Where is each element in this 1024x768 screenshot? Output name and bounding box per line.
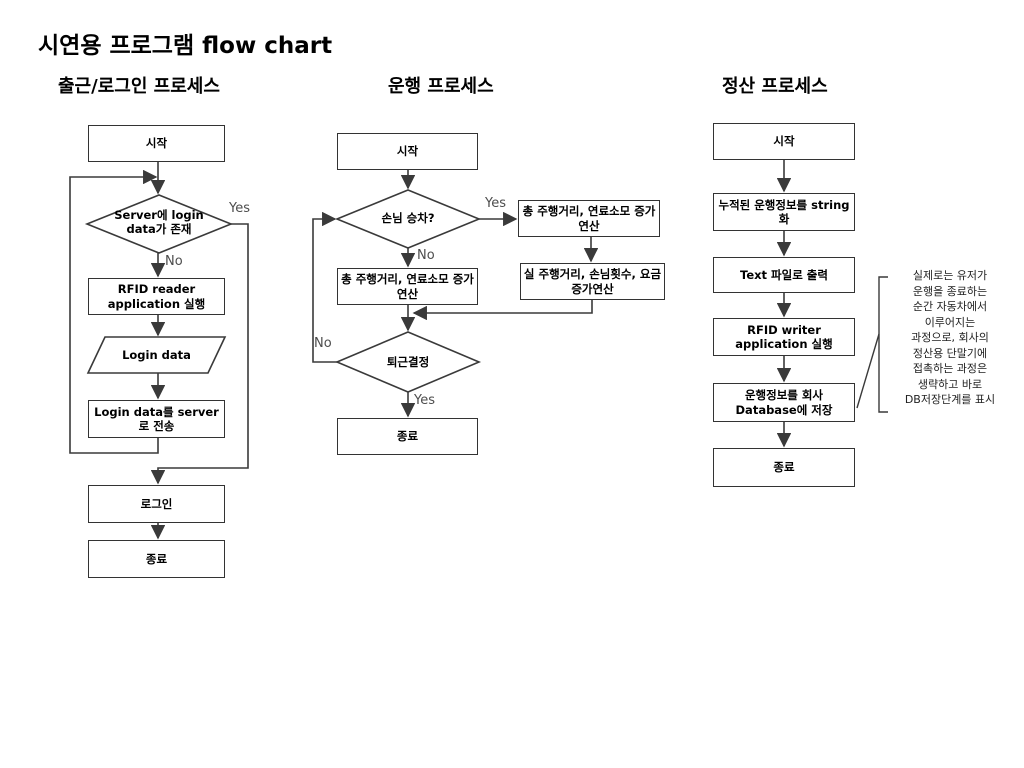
c1-send-to-server-box: Login data를 server로 전송 bbox=[88, 400, 225, 438]
c3-annotation-bracket bbox=[878, 276, 888, 413]
column-header-driving-process: 운행 프로세스 bbox=[388, 76, 494, 97]
c3-end-box: 종료 bbox=[713, 448, 855, 487]
page-title: 시연용 프로그램 flow chart bbox=[38, 33, 333, 59]
c2-return-from-actual bbox=[412, 300, 593, 321]
c1-yes-path-to-login bbox=[150, 223, 249, 485]
c3-save-db-box: 운행정보를 회사 Database에 저장 bbox=[713, 383, 855, 422]
c2-no-leave-label: No bbox=[314, 336, 332, 351]
c2-boarding-decision-label: 손님 승차? bbox=[381, 211, 435, 225]
c2-leave-diamond bbox=[334, 331, 482, 393]
c3-annotation-text: 실제로는 유저가 운행을 종료하는 순간 자동차에서 이루어지는 과정으로, 회… bbox=[904, 269, 996, 406]
c3-stringify-box: 누적된 운행정보를 string화 bbox=[713, 193, 855, 231]
c1-rfid-reader-box: RFID reader application 실행 bbox=[88, 278, 225, 315]
c1-no-label: No bbox=[165, 254, 183, 269]
c1-yes-label: Yes bbox=[229, 201, 250, 216]
c1-end-box: 종료 bbox=[88, 540, 225, 578]
c2-calc-total-box: 총 주행거리, 연료소모 증가연산 bbox=[337, 268, 478, 305]
c1-login-data-label: Login data bbox=[122, 348, 191, 362]
c1-decision-diamond bbox=[84, 194, 234, 254]
c2-calc-actual-box: 실 주행거리, 손님횟수, 요금 증가연산 bbox=[520, 263, 665, 300]
c3-rfid-writer-box: RFID writer application 실행 bbox=[713, 318, 855, 356]
c2-no-loop-to-boarding-decision bbox=[312, 211, 337, 363]
c2-calc-total-yes-box: 총 주행거리, 연료소모 증가연산 bbox=[518, 200, 660, 237]
c3-text-output-box: Text 파일로 출력 bbox=[713, 257, 855, 293]
c2-boarding-diamond bbox=[334, 189, 482, 249]
column-header-settlement-process: 정산 프로세스 bbox=[722, 76, 828, 97]
c1-login-box: 로그인 bbox=[88, 485, 225, 523]
c3-annotation-leader-line bbox=[856, 333, 880, 409]
c3-start-box: 시작 bbox=[713, 123, 855, 160]
c2-no-boarding-label: No bbox=[417, 248, 435, 263]
c2-start-box: 시작 bbox=[337, 133, 478, 170]
c1-start-box: 시작 bbox=[88, 125, 225, 162]
column-header-login-process: 출근/로그인 프로세스 bbox=[58, 76, 220, 97]
c1-loop-send-back-to-decision bbox=[69, 169, 159, 454]
c1-login-data-parallelogram bbox=[86, 336, 227, 374]
c2-end-box: 종료 bbox=[337, 418, 478, 455]
c2-yes-boarding-label: Yes bbox=[485, 196, 506, 211]
c2-leave-decision-label: 퇴근결정 bbox=[386, 355, 430, 369]
c1-decision-label: Server에 login data가 존재 bbox=[114, 208, 204, 236]
c2-yes-leave-label: Yes bbox=[414, 393, 435, 408]
